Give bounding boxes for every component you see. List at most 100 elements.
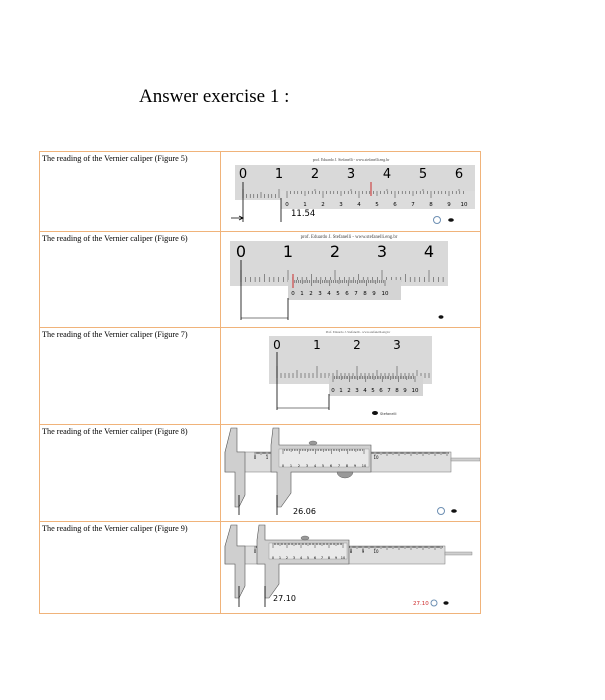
main-scale-label: 0 [254,455,257,460]
vernier-figure-5: prof. Eduardo J. Stefanelli - www.stefan… [231,158,475,224]
logo-mark [451,509,457,513]
main-scale-label: 10 [373,549,379,554]
vernier-figure-7: Prof. Eduardo J. Stefanelli - www.stefan… [269,330,432,416]
main-scale-label: 1 [275,167,283,182]
vernier-scale-label: 6 [330,464,332,468]
vernier-scale-label: 5 [307,556,309,560]
vernier-scale-label: 2 [286,556,288,560]
vernier-scale-label: 6 [393,202,397,208]
vernier-scale-label: 4 [327,291,331,297]
row-label-figure-7: The reading of the Vernier caliper (Figu… [39,327,221,425]
locking-screw [300,535,310,541]
vernier-figure-6: prof. Eduardo J. Stefanelli - www.stefan… [230,235,448,320]
vernier-scale-ticks [286,191,464,198]
vernier-scale-label: 1 [279,556,281,560]
depth-rod [450,457,480,462]
main-scale-label: 1 [266,455,269,460]
vernier-scale-label: 6 [345,291,349,297]
main-scale-label: 6 [455,167,463,182]
vernier-scale-label: 1 [339,388,343,394]
table-row: The reading of the Vernier caliper (Figu… [39,151,481,232]
vernier-scale-label: 9 [354,464,356,468]
figure-9-cell: 0 1 2 3 4 5 6 7 8 9 10 0 1 [220,521,481,614]
vernier-scale-label: 5 [336,291,340,297]
figure-7-cell: Prof. Eduardo J. Stefanelli - www.stefan… [220,327,481,425]
vernier-scale-body [281,191,475,209]
vernier-scale-label: 1 [300,291,304,297]
vernier-scale-label: 8 [395,388,399,394]
vernier-scale-label: 9 [447,202,451,208]
magnifier-icon [430,599,438,607]
vernier-scale-label: 10 [461,202,468,208]
vernier-window [278,448,370,468]
main-scale-ticks [276,366,430,378]
vernier-scale-label: 10 [412,388,419,394]
fixed-jaw [224,524,246,599]
row-label-figure-5: The reading of the Vernier caliper (Figu… [39,151,221,232]
vernier-scale-label: 3 [293,556,295,560]
figure-credit: prof. Eduardo J. Stefanelli - www.stefan… [313,158,390,162]
table-row: The reading of the Vernier caliper (Figu… [39,521,481,614]
depth-rod [444,551,473,556]
vernier-scale-label: 4 [300,556,303,560]
vernier-scale-label: 3 [339,202,343,208]
sliding-jaw [256,524,350,599]
page-title: Answer exercise 1 : [139,86,290,107]
main-scale-label: 3 [377,242,387,261]
vernier-scale-label: 10 [362,464,366,468]
main-scale-label: 4 [383,167,391,182]
vernier-scale-label: 5 [322,464,324,468]
vernier-scale-label: 7 [387,388,391,394]
reading-arrow [231,215,244,221]
vernier-scale-body [329,376,423,396]
main-scale-label: 0 [236,242,246,261]
logo-mark [372,411,378,415]
vernier-scale-label: 1 [290,464,292,468]
logo-mark [448,218,454,222]
logo-mark [438,315,444,319]
vernier-scale-label: 0 [282,464,284,468]
magnifier-icon [433,216,441,224]
vernier-scale-ticks [332,376,416,382]
vernier-scale-label: 8 [328,556,330,560]
vernier-scale-label: 2 [309,291,313,297]
main-scale-label: 0 [239,167,247,182]
figure-credit: prof. Eduardo J. Stefanelli - www.stefan… [301,235,398,240]
vernier-scale-label: 10 [382,291,389,297]
main-scale-label: 5 [419,167,427,182]
vernier-scale-label: 8 [346,464,348,468]
table-row: The reading of the Vernier caliper (Figu… [39,327,481,425]
row-label-figure-6: The reading of the Vernier caliper (Figu… [39,231,221,328]
main-scale-body [230,241,448,286]
vernier-scale-label: 7 [411,202,415,208]
vernier-scale-label: 7 [321,556,323,560]
vernier-scale-ticks [282,449,365,454]
vernier-scale-label: 9 [403,388,407,394]
main-scale-label: 8 [350,549,353,554]
vernier-scale-label: 7 [338,464,340,468]
locking-screw [308,440,318,446]
main-scale-label: 9 [362,549,365,554]
reading-value: 26.06 [293,507,316,516]
main-scale-label: 1 [313,338,321,352]
thumb-wheel [336,471,354,479]
figure-5-cell: prof. Eduardo J. Stefanelli - www.stefan… [220,151,481,232]
vernier-scale-label: 0 [331,388,335,394]
answer-table: The reading of the Vernier caliper (Figu… [39,151,481,614]
brand-name: Stefanelli [380,412,396,416]
vernier-scale-label: 8 [363,291,367,297]
vernier-scale-label: 5 [375,202,379,208]
vernier-scale-label: 4 [363,388,367,394]
main-scale-label: 10 [373,455,379,460]
row-label-figure-8: The reading of the Vernier caliper (Figu… [39,424,221,522]
logo-mark [443,601,449,605]
caliper-figure-9: 0 1 2 3 4 5 6 7 8 9 10 0 1 [224,524,473,607]
vernier-scale-label: 8 [429,202,433,208]
reading-value: 27.10 [273,594,296,603]
figure-8-cell: 0 1 2 3 4 5 6 7 8 9 10 0 1 [220,424,481,522]
table-row: The reading of the Vernier caliper (Figu… [39,424,481,522]
vernier-scale-label: 4 [314,464,317,468]
vernier-scale-label: 2 [347,388,351,394]
vernier-scale-label: 9 [335,556,337,560]
vernier-scale-label: 9 [372,291,376,297]
